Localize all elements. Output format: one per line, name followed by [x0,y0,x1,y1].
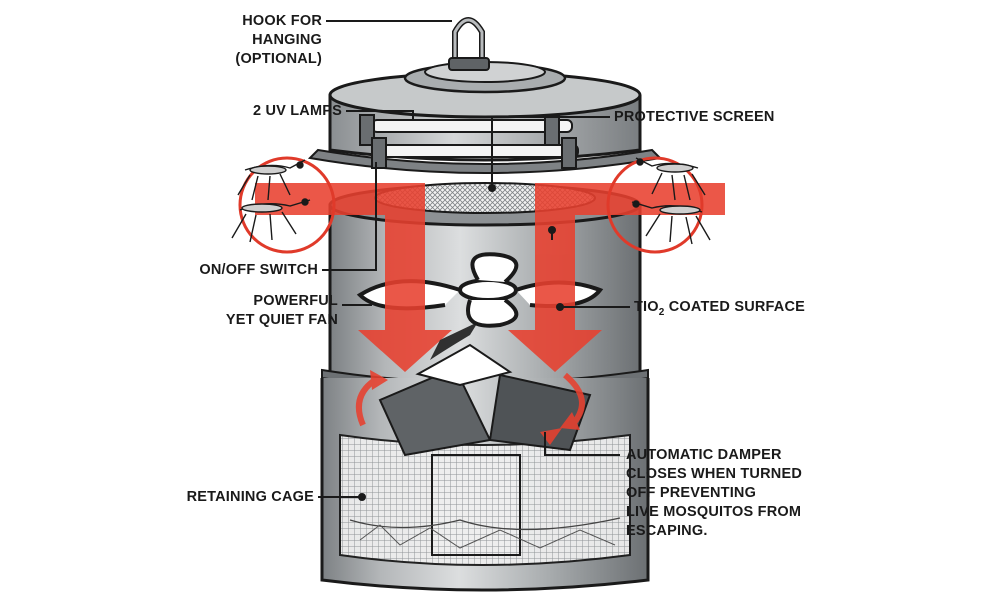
label-protective-screen-line-1: PROTECTIVE SCREEN [614,109,775,125]
label-damper: AUTOMATIC DAMPER CLOSES WHEN TURNED OFF … [626,446,802,541]
label-damper-line-2: CLOSES WHEN TURNED [626,466,802,482]
label-fan: POWERFUL YET QUIET FAN [190,292,338,330]
label-fan-line-2: YET QUIET FAN [225,312,338,328]
label-damper-line-1: AUTOMATIC DAMPER [626,447,782,463]
label-tio2-suffix: COATED SURFACE [664,299,806,315]
hook-icon [448,17,490,71]
label-retaining-cage: RETAINING CAGE [180,488,314,507]
airflow-arrow-icon [255,183,725,445]
label-on-off-switch: ON/OFF SWITCH [180,261,318,280]
label-damper-line-3: OFF PREVENTING [626,485,757,501]
label-hook-line-3: (OPTIONAL) [235,51,322,67]
label-hook-line-2: HANGING [252,32,322,48]
mosquito-right [606,156,711,254]
mosquito-icon [231,159,311,243]
label-hook: HOOK FOR HANGING (OPTIONAL) [210,12,322,69]
automatic-damper [378,343,592,457]
label-tio2: TIO2 COATED SURFACE [634,298,805,322]
label-fan-line-1: POWERFUL [253,293,338,309]
label-damper-line-5: ESCAPING. [626,523,708,539]
label-hook-line-1: HOOK FOR [242,13,322,29]
mosquito-icon [631,157,711,245]
mosquito-left [231,156,336,254]
retaining-cage [339,433,631,566]
label-tio2-subscript: 2 [658,306,665,318]
label-protective-screen: PROTECTIVE SCREEN [614,108,775,127]
label-uv-lamps-line-1: 2 UV LAMPS [252,103,342,119]
leader-lines [318,20,630,501]
uv-lamps [359,114,579,169]
label-on-off-switch-line-1: ON/OFF SWITCH [199,262,318,278]
label-damper-line-4: LIVE MOSQUITOS FROM [626,504,802,520]
label-retaining-cage-line-1: RETAINING CAGE [186,489,314,505]
label-tio2-prefix: TIO [634,299,659,315]
label-uv-lamps: 2 UV LAMPS [220,102,342,121]
